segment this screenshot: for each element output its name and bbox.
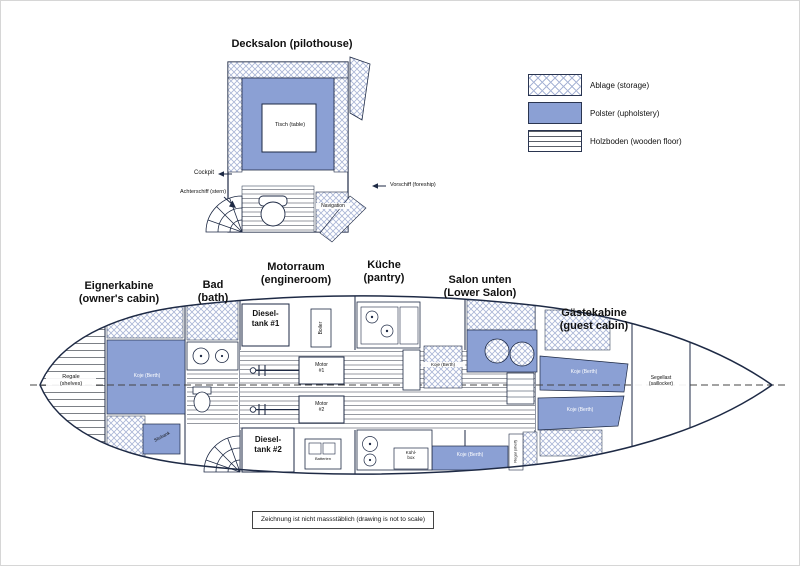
storage-band-diagonal — [319, 195, 367, 243]
foreship-arrowhead — [372, 183, 378, 189]
pilothouse-table — [261, 103, 317, 153]
legend: Ablage (storage) Polster (upholstery) Ho… — [528, 74, 682, 158]
storage-band-top — [227, 61, 349, 79]
boiler-box — [310, 308, 332, 348]
legend-item-storage: Ablage (storage) — [528, 74, 682, 96]
boiler-label: Boiler — [318, 321, 324, 335]
storage-swatch — [528, 74, 582, 96]
shelves-label: Regale (shelves) — [46, 374, 96, 388]
salon-shelf-unit — [508, 433, 524, 471]
room-label-owners-cabin: Eignerkabine (owner's cabin) — [78, 280, 160, 306]
owner-berth — [106, 339, 186, 415]
prop-shaft-2 — [251, 404, 299, 415]
direction-arrows — [218, 171, 386, 208]
stern-label: Achterschiff (stern) — [179, 189, 227, 195]
legend-label-wooden-floor: Holzboden (wooden floor) — [590, 136, 682, 146]
motor1-label: Motor #1 — [315, 362, 328, 374]
pilothouse-title: Decksalon (pilothouse) — [231, 38, 353, 50]
pilothouse-stairs — [205, 195, 243, 233]
room-label-guest-cabin: Gästekabine (guest cabin) — [559, 307, 629, 333]
hull-plan — [30, 295, 786, 475]
dieseltank2-box — [241, 427, 295, 473]
room-label-engine-room: Motorraum (engineroom) — [260, 261, 332, 287]
guest-berth-aft — [537, 395, 625, 431]
stern-arrowhead — [229, 200, 236, 208]
windshield-wing — [349, 56, 371, 121]
prop-shaft-1 — [251, 365, 299, 376]
legend-item-wooden-floor: Holzboden (wooden floor) — [528, 130, 682, 152]
navigation-label: Navigation — [316, 203, 350, 209]
upholstery-swatch — [528, 102, 582, 124]
owner-berth-label: Koje (Berth) — [133, 373, 161, 379]
galley-berth-label: Koje (Berth) — [421, 362, 465, 368]
salon-storage-top — [466, 299, 536, 331]
motor2-box — [298, 395, 345, 424]
toilet — [193, 391, 211, 413]
dieseltank1-box — [241, 303, 290, 347]
batteries-label: Batterien — [314, 456, 331, 461]
motor2-label: Motor #2 — [315, 401, 328, 413]
salon-stairs — [506, 372, 535, 405]
companionway-stairs — [203, 435, 241, 473]
salon-table — [484, 338, 510, 364]
hull-outline — [39, 295, 774, 475]
salon-berth-label: Koje (Berth) — [456, 452, 484, 458]
guest-berth-fwd-label: Koje (Berth) — [570, 369, 598, 375]
legend-item-upholstery: Polster (upholstery) — [528, 102, 682, 124]
salon-shelf-label: Regal (shelf) — [512, 440, 518, 463]
stove — [360, 306, 399, 345]
legend-label-storage: Ablage (storage) — [590, 80, 650, 90]
furniture — [186, 301, 535, 473]
battery-cell — [322, 442, 336, 455]
coolbox-box — [393, 447, 429, 470]
wooden-floor-swatch — [528, 130, 582, 152]
scale-note: Zeichnung ist nicht massstäblich (drawin… — [252, 511, 434, 529]
room-label-bath: Bad (bath) — [197, 279, 229, 305]
motor1-box — [298, 356, 345, 385]
room-label-lower-salon: Salon unten (Lower Salon) — [443, 274, 517, 300]
battery-cell — [308, 442, 322, 455]
galley-cabinet — [402, 349, 421, 391]
propeller-1 — [249, 367, 257, 374]
saillocker-label: Segellast (saillocker) — [635, 375, 687, 387]
salon-berth-bench — [431, 445, 509, 471]
dieseltank1-label: Diesel- tank #1 — [251, 309, 280, 328]
coolbox-label: Kühl- box — [405, 450, 417, 461]
storage-band-left — [227, 77, 243, 173]
foreship-label: Vorschiff (foreship) — [390, 182, 436, 188]
salon-stairs-steps — [507, 378, 534, 398]
cockpit-arrowhead — [218, 171, 224, 177]
propeller-2 — [249, 406, 257, 413]
legend-label-upholstery: Polster (upholstery) — [590, 108, 660, 118]
salon-table — [509, 341, 535, 367]
room-label-pantry: Küche (pantry) — [363, 259, 405, 285]
table-label: Tisch (table) — [274, 122, 306, 128]
cockpit-label: Cockpit — [193, 170, 214, 176]
helm-chair — [258, 195, 288, 227]
dieseltank2-label: Diesel- tank #2 — [254, 435, 282, 454]
owner-seat — [142, 423, 181, 455]
bath-storage-top — [186, 299, 239, 341]
guest-berth-aft-label: Koje (Berth) — [566, 407, 594, 413]
guest-berth-fwd — [539, 355, 629, 393]
guest-storage-bottom — [539, 429, 603, 457]
storage-band-right — [333, 77, 349, 173]
galley-sink — [399, 306, 419, 345]
pilothouse-plan — [205, 56, 386, 243]
